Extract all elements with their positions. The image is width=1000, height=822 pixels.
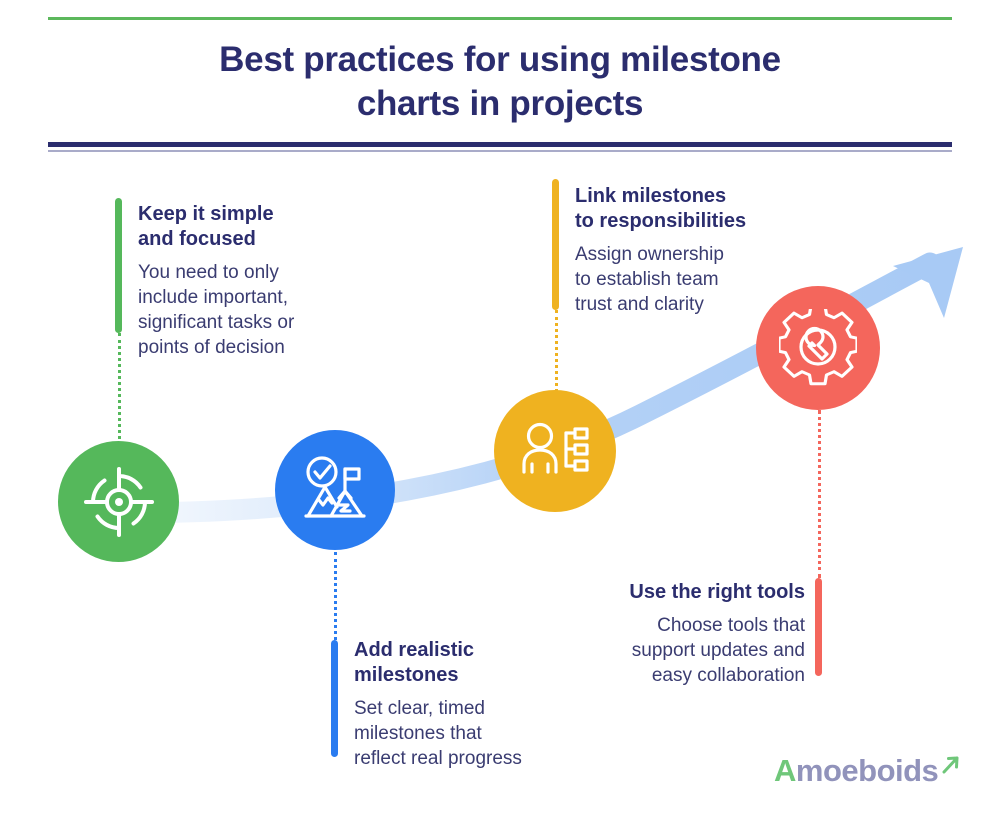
body-line1: Set clear, timed [354,698,485,719]
heading-line1: Keep it simple [138,203,274,225]
logo-initial: A [774,753,796,788]
milestone-heading: Add realistic milestones [354,638,569,688]
body-line4: points of decision [138,337,285,358]
milestone-body: Choose tools that support updates and ea… [570,613,805,688]
milestone-text-link-milestones: Link milestones to responsibilities Assi… [575,184,790,317]
page-title-line2: charts in projects [356,84,644,123]
body-line3: easy collaboration [651,665,805,686]
heading-line2: milestones [354,664,459,686]
body-line3: trust and clarity [575,294,704,315]
body-line3: significant tasks or [138,312,295,333]
heading-line1: Link milestones [575,185,727,207]
logo-arrow-icon [942,756,959,774]
body-line2: to establish team [575,269,719,290]
body-line2: milestones that [354,723,482,744]
milestone-text-use-the-right-tools: Use the right tools Choose tools that su… [570,580,805,688]
milestone-body: Assign ownership to establish team trust… [575,242,790,317]
milestone-node-keep-it-simple[interactable] [58,441,179,562]
heading-line2: to responsibilities [575,210,747,232]
target-icon [83,466,154,537]
mountain-flag-icon [304,456,366,518]
milestone-text-add-realistic-milestones: Add realistic milestones Set clear, time… [354,638,569,771]
connector-green [118,333,121,445]
heading-line1: Add realistic [354,639,475,661]
milestone-heading: Use the right tools [570,580,805,605]
body-line2: support updates and [631,640,805,661]
body-line1: Assign ownership [575,244,724,265]
body-line1: You need to only [138,262,279,283]
heading-line1: Use the right tools [629,581,805,603]
milestone-body: You need to only include important, sign… [138,260,348,360]
body-line3: reflect real progress [354,748,522,769]
page-title-line1: Best practices for using milestone [219,40,781,79]
connector-red [818,410,821,578]
header-bottom-rule-thick [48,142,952,147]
connector-yellow [555,310,558,392]
logo-wordmark: moeboids [795,753,939,788]
heading-line2: and focused [138,228,256,250]
milestone-node-link-milestones[interactable] [494,390,616,512]
milestone-node-use-the-right-tools[interactable] [756,286,880,410]
accent-bar-yellow [552,179,559,310]
milestone-node-add-realistic-milestones[interactable] [275,430,395,550]
milestone-text-keep-it-simple: Keep it simple and focused You need to o… [138,202,348,360]
accent-bar-blue [331,640,338,757]
person-orgchart-icon [522,422,589,474]
connector-blue [334,552,337,640]
header-top-rule [48,17,952,20]
accent-bar-green [115,198,122,333]
milestone-body: Set clear, timed milestones that reflect… [354,696,569,771]
milestone-heading: Link milestones to responsibilities [575,184,790,234]
milestone-heading: Keep it simple and focused [138,202,348,252]
body-line1: Choose tools that [657,615,805,636]
page-title: Best practices for using milestone chart… [100,38,900,126]
accent-bar-red [815,578,822,676]
gear-wrench-icon [779,309,857,386]
body-line2: include important, [138,287,288,308]
header-bottom-rule-thin [48,150,952,152]
